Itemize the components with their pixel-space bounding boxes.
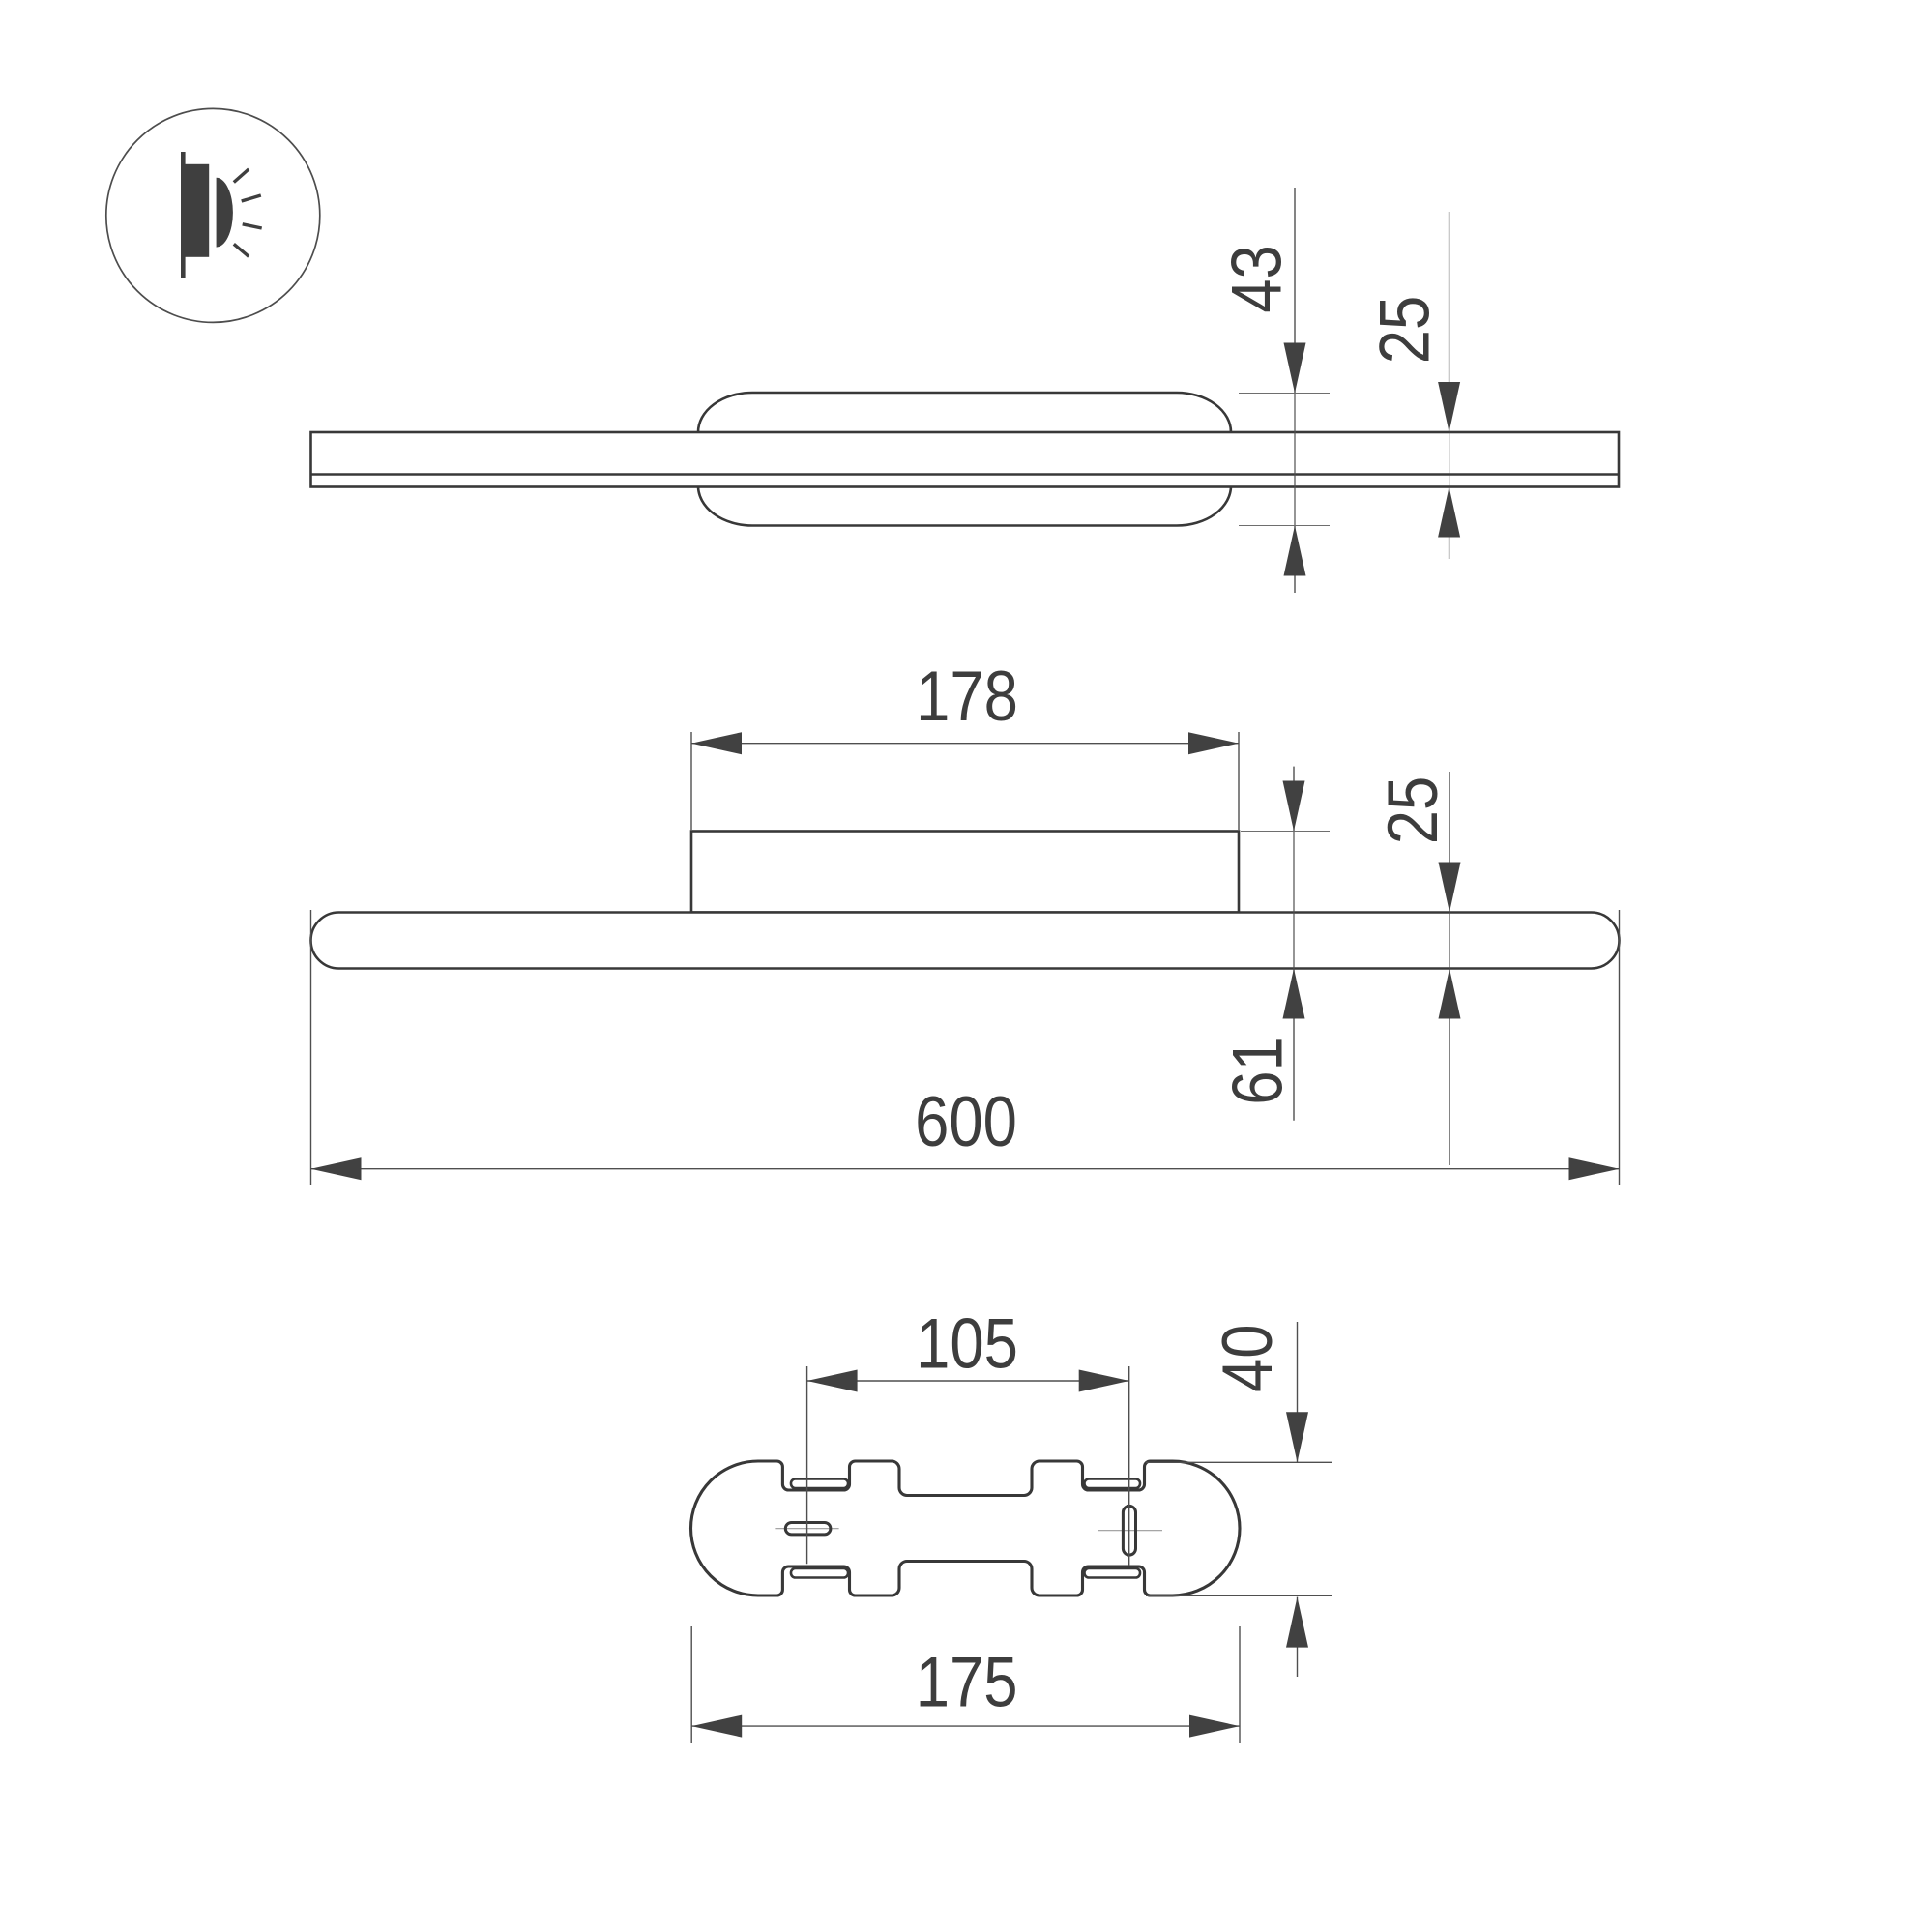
svg-text:25: 25 (1365, 296, 1444, 364)
svg-text:61: 61 (1218, 1037, 1297, 1104)
svg-text:43: 43 (1217, 245, 1296, 312)
svg-text:25: 25 (1374, 776, 1452, 844)
svg-text:40: 40 (1209, 1324, 1287, 1391)
svg-text:105: 105 (916, 1304, 1018, 1383)
svg-text:175: 175 (916, 1643, 1018, 1721)
svg-text:178: 178 (916, 658, 1018, 736)
svg-text:600: 600 (915, 1083, 1017, 1161)
